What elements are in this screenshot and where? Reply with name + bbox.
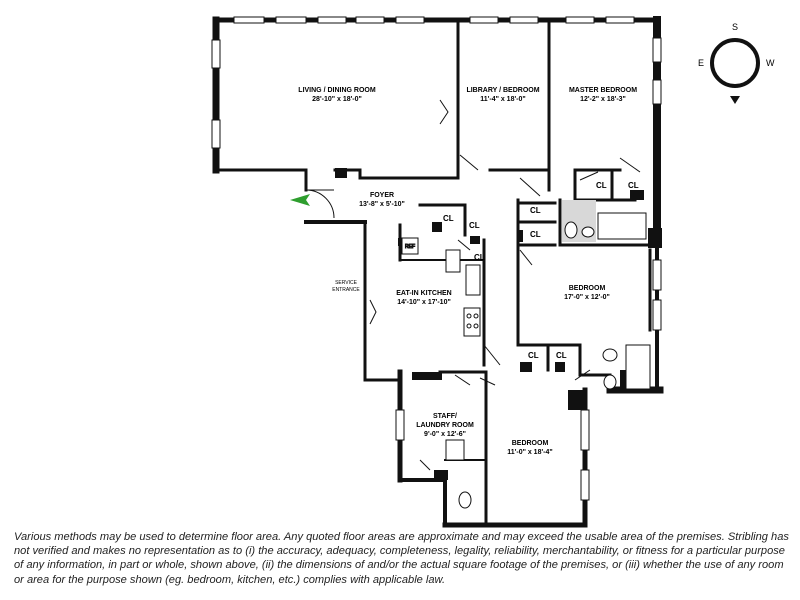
closet-label: CL bbox=[528, 351, 539, 360]
compass-e: E bbox=[698, 58, 704, 68]
doors bbox=[305, 99, 641, 471]
bedroom-1-name: BEDROOM bbox=[569, 285, 606, 292]
disclaimer-text: Various methods may be used to determine… bbox=[14, 531, 789, 586]
kitchen-sink bbox=[445, 249, 461, 273]
counter bbox=[465, 264, 481, 296]
staff-room-name-2: LAUNDRY ROOM bbox=[416, 422, 474, 429]
refrigerator-label: REF bbox=[405, 244, 415, 250]
master-bedroom-dims: 12'-2" x 18'-3" bbox=[580, 96, 626, 103]
master-bedroom-name: MASTER BEDROOM bbox=[569, 87, 637, 94]
compass-pointer-icon bbox=[730, 96, 740, 104]
foyer-name: FOYER bbox=[370, 192, 394, 199]
staff-room-name-1: STAFF/ bbox=[433, 413, 457, 420]
closet-label: CL bbox=[530, 230, 541, 239]
closet-label: CL bbox=[443, 214, 454, 223]
refrigerator bbox=[401, 237, 419, 255]
foyer-dims: 13'-8" x 5'-10" bbox=[359, 201, 405, 208]
staff-room-dims: 9'-0" x 12'-6" bbox=[424, 431, 466, 438]
laundry-machine bbox=[445, 439, 465, 461]
closet-label: CL bbox=[596, 181, 607, 190]
living-room-dims: 28'-10" x 18'-0" bbox=[312, 96, 362, 103]
service-entrance-2: ENTRANCE bbox=[332, 287, 360, 293]
stove bbox=[463, 307, 481, 337]
closet-label: CL bbox=[556, 351, 567, 360]
compass-s: S bbox=[732, 22, 738, 32]
bedroom-2-dims: 11'-0" x 18'-4" bbox=[507, 449, 552, 456]
bathtub-2 bbox=[625, 344, 651, 390]
compass-w: W bbox=[766, 58, 775, 68]
kitchen-dims: 14'-10" x 17'-10" bbox=[397, 299, 451, 306]
bedroom-1-dims: 17'-0" x 12'-0" bbox=[564, 294, 610, 301]
kitchen-fixtures: REF bbox=[401, 237, 481, 461]
service-entrance-1: SERVICE bbox=[335, 280, 358, 286]
closet-label: CL bbox=[530, 206, 541, 215]
library-dims: 11'-4" x 18'-0" bbox=[480, 96, 525, 103]
living-room-name: LIVING / DINING ROOM bbox=[298, 87, 376, 94]
closet-label: CL bbox=[474, 253, 485, 262]
compass: S E W bbox=[698, 22, 775, 104]
library-name: LIBRARY / BEDROOM bbox=[466, 87, 539, 94]
entry-arrow bbox=[290, 194, 310, 206]
closet-label: CL bbox=[469, 221, 480, 230]
floor-plan: REF LIVING / DINING ROOM 28'-10" x 18'-0… bbox=[211, 16, 775, 528]
closet-labels: CL CL CL CL CL CL CL CL CL bbox=[443, 181, 639, 360]
bath-fixtures bbox=[458, 200, 651, 509]
bedroom-2-name: BEDROOM bbox=[512, 440, 549, 447]
windows bbox=[211, 16, 662, 501]
closet-label: CL bbox=[628, 181, 639, 190]
kitchen-name: EAT-IN KITCHEN bbox=[396, 290, 451, 297]
bathtub bbox=[597, 212, 647, 240]
